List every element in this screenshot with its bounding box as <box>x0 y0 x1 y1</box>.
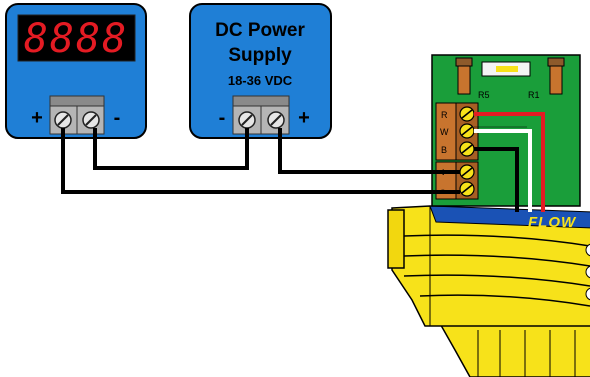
wire-meter-minus-to-supply-minus <box>93 128 249 170</box>
screw-icon <box>82 111 100 129</box>
screw-icon <box>459 106 475 122</box>
flow-sensor-body: FLOW <box>387 205 590 377</box>
power-supply-voltage: 18-36 VDC <box>228 73 293 88</box>
screw-icon <box>54 111 72 129</box>
board-label-r5: R5 <box>478 90 490 100</box>
power-supply-panel <box>189 3 332 139</box>
meter-minus-label: - <box>114 107 121 129</box>
terminal-label-w: W <box>440 127 449 137</box>
screw-icon <box>459 181 475 197</box>
power-supply-minus-label: - <box>219 107 226 129</box>
wires <box>61 112 545 212</box>
meter-display-window <box>17 14 136 62</box>
wire-supply-plus-to-sensor-plus <box>278 128 460 174</box>
terminal-label-b: B <box>441 145 447 155</box>
wire-red <box>474 112 545 212</box>
terminal-label-r: R <box>441 110 448 120</box>
wire-meter-plus-to-sensor-minus <box>61 128 460 194</box>
screw-icon <box>459 123 475 139</box>
board-label-r1: R1 <box>528 90 540 100</box>
screw-icon <box>459 141 475 157</box>
signal-terminal-block: R W B <box>435 102 479 161</box>
power-supply-plus-label: + <box>298 107 310 129</box>
meter-plus-label: + <box>31 107 43 129</box>
meter-unit: 8888 + - <box>5 3 147 139</box>
wire-black-signal <box>474 147 519 212</box>
power-supply-title-line2: Supply <box>228 45 292 66</box>
screw-icon <box>238 111 256 129</box>
meter-display-digits: 8888 <box>24 16 128 62</box>
power-supply-unit: DC Power Supply 18-36 VDC - + <box>189 3 332 139</box>
power-supply-terminal-block <box>232 95 290 135</box>
screw-icon <box>267 111 285 129</box>
power-supply-title-line1: DC Power <box>215 20 305 41</box>
flow-sensor-brand: FLOW <box>528 214 577 231</box>
screw-icon <box>459 164 475 180</box>
wire-white <box>474 129 532 212</box>
